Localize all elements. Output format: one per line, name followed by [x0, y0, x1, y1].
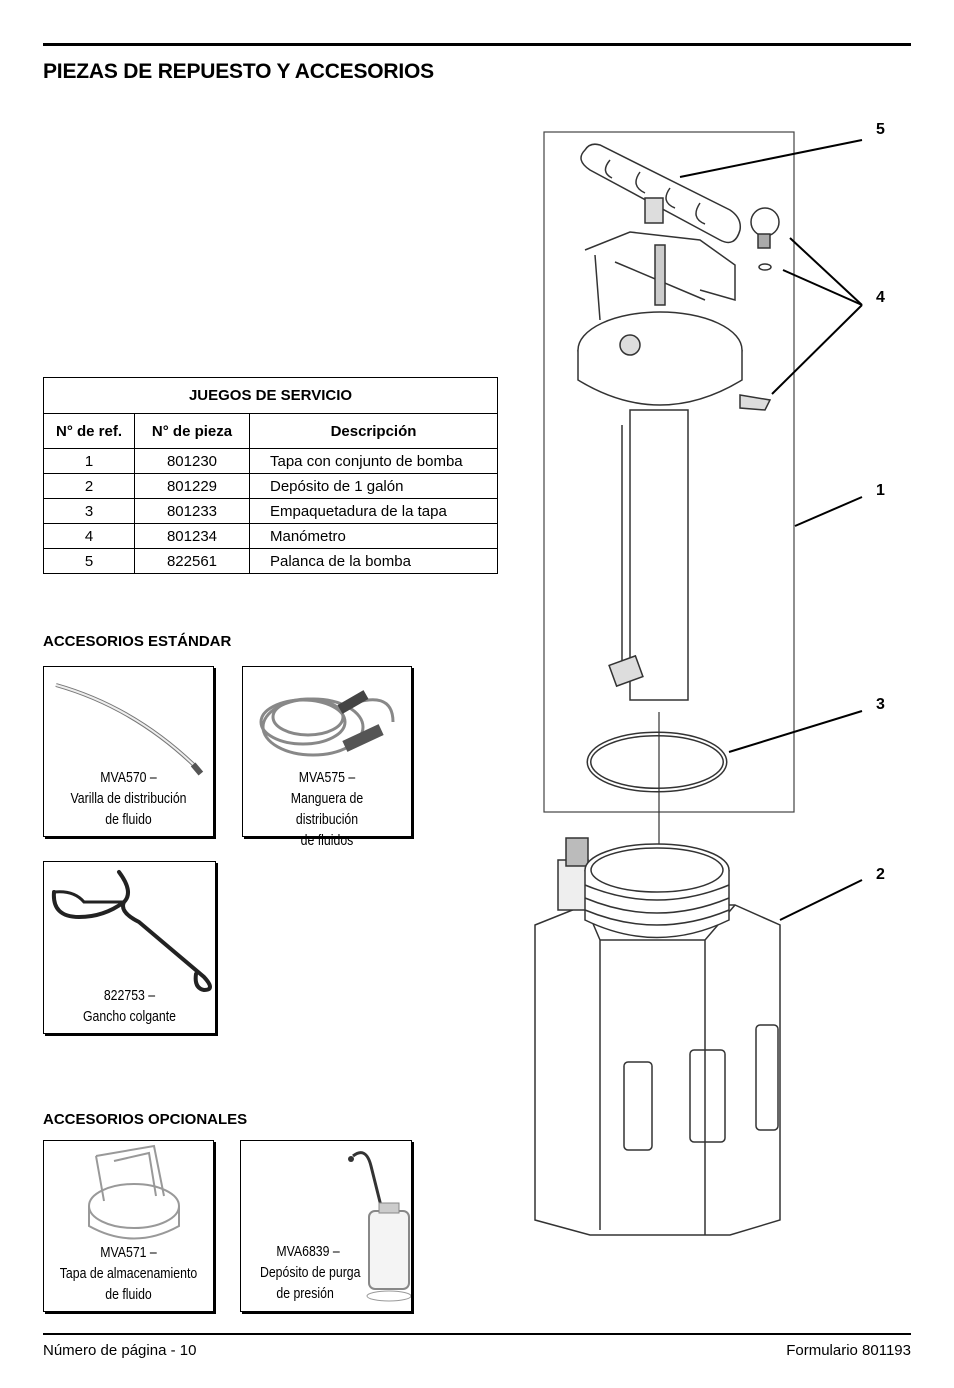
- table-row: 3 801233 Empaquetadura de la tapa: [43, 498, 498, 524]
- service-kits-table: JUEGOS DE SERVICIO N° de ref. N° de piez…: [43, 377, 498, 574]
- cell-ref: 3: [43, 498, 135, 524]
- table-row: 1 801230 Tapa con conjunto de bomba: [43, 448, 498, 474]
- lid-drawing: [577, 231, 772, 411]
- callout-5: 5: [876, 121, 885, 138]
- accessory-desc-2: de fluido: [105, 811, 152, 828]
- accessory-code: 822753 –: [103, 987, 156, 1004]
- gasket-drawing: [586, 712, 728, 850]
- pump-assembly-frame: [543, 131, 795, 813]
- pump-tube-drawing: [608, 409, 689, 701]
- col-header-desc: Descripción: [249, 413, 498, 449]
- callout-leaders: [679, 139, 863, 921]
- accessory-card-mva575: MVA575 – Manguera de distribución de flu…: [242, 666, 412, 849]
- table-caption: JUEGOS DE SERVICIO: [43, 377, 498, 414]
- fluid-hose-image: [259, 690, 395, 757]
- cell-part: 801234: [134, 523, 250, 549]
- accessory-desc: Depósito de purga: [259, 1264, 361, 1281]
- gauge-drawing: [750, 207, 780, 271]
- table-row: 4 801234 Manómetro: [43, 523, 498, 549]
- accessory-desc: Gancho colgante: [82, 1008, 176, 1025]
- cell-ref: 2: [43, 473, 135, 499]
- cell-desc: Palanca de la bomba: [249, 548, 498, 574]
- accessory-card-mva571: MVA571 – Tapa de almacenamiento de fluid…: [43, 1140, 214, 1312]
- accessory-desc: Varilla de distribución: [70, 790, 187, 807]
- col-header-ref: N° de ref.: [43, 413, 135, 449]
- cell-desc: Tapa con conjunto de bomba: [249, 448, 498, 474]
- bottom-rule: [43, 1333, 911, 1335]
- accessory-code: MVA575 –: [298, 769, 356, 786]
- col-header-part: N° de pieza: [134, 413, 250, 449]
- form-number: Formulario 801193: [786, 1342, 911, 1359]
- accessory-code: MVA571 –: [100, 1244, 157, 1261]
- reservoir-drawing: [534, 837, 781, 1236]
- callout-2: 2: [876, 866, 885, 883]
- accessory-desc-2: de presión: [276, 1285, 334, 1302]
- pump-handle-drawing: [580, 143, 742, 244]
- hanging-hook-image: [51, 870, 212, 993]
- cell-part: 801229: [134, 473, 250, 499]
- table-row: 5 822561 Palanca de la bomba: [43, 548, 498, 574]
- accessory-desc: Tapa de almacenamiento: [59, 1265, 198, 1282]
- page-title: PIEZAS DE REPUESTO Y ACCESORIOS: [43, 60, 434, 83]
- cell-part: 822561: [134, 548, 250, 574]
- cell-part: 801233: [134, 498, 250, 524]
- cell-ref: 1: [43, 448, 135, 474]
- standard-accessories-heading: ACCESORIOS ESTÁNDAR: [43, 633, 232, 650]
- accessory-code: MVA6839 –: [276, 1243, 340, 1260]
- callout-1: 1: [876, 482, 885, 499]
- callout-3: 3: [876, 696, 885, 713]
- cell-ref: 4: [43, 523, 135, 549]
- accessory-card-mva6839: MVA6839 – Depósito de purga de presión: [240, 1140, 412, 1312]
- accessory-desc: Manguera de distribución: [290, 790, 364, 828]
- fluid-wand-image: [55, 683, 204, 776]
- accessory-code: MVA570 –: [100, 769, 157, 786]
- pressure-bleeder-image: [348, 1151, 411, 1302]
- cell-ref: 5: [43, 548, 135, 574]
- accessory-desc-2: de fluidos: [300, 832, 354, 849]
- top-rule: [43, 43, 911, 46]
- accessory-card-mva570: MVA570 – Varilla de distribución de flui…: [43, 666, 214, 837]
- storage-lid-image: [88, 1144, 180, 1240]
- accessory-desc-2: de fluido: [105, 1286, 152, 1303]
- cell-desc: Empaquetadura de la tapa: [249, 498, 498, 524]
- optional-accessories-heading: ACCESORIOS OPCIONALES: [43, 1111, 248, 1128]
- cell-desc: Manómetro: [249, 523, 498, 549]
- page-number: Número de página - 10: [43, 1342, 197, 1359]
- table-row: 2 801229 Depósito de 1 galón: [43, 473, 498, 499]
- cell-desc: Depósito de 1 galón: [249, 473, 498, 499]
- accessory-card-822753: 822753 – Gancho colgante: [43, 861, 216, 1034]
- callout-4: 4: [876, 289, 885, 306]
- cell-part: 801230: [134, 448, 250, 474]
